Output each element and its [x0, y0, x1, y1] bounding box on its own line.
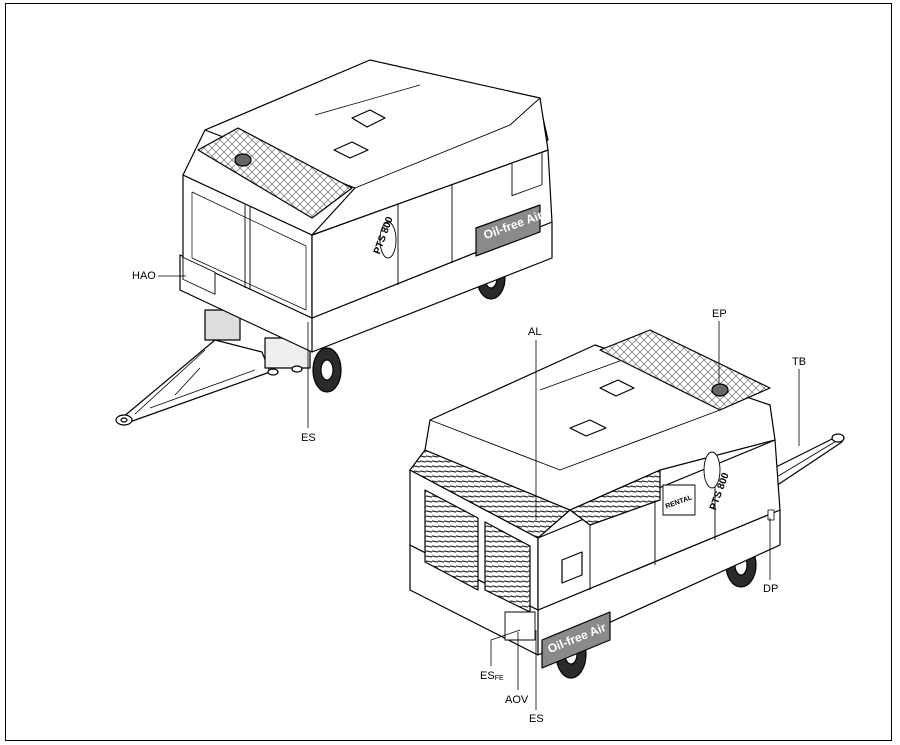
callout-es-fe-sub: FE	[494, 675, 504, 682]
callout-tb: TB	[792, 356, 807, 368]
callout-hao: HAO	[132, 270, 156, 282]
callout-ep: EP	[712, 308, 727, 320]
right-brand-panel	[541, 611, 611, 669]
callout-aov: AOV	[505, 694, 529, 706]
callout-es-fe: ESFE	[480, 670, 504, 684]
callout-al: AL	[528, 326, 542, 338]
left-brand-panel	[475, 204, 541, 257]
callout-es-fe-main: ES	[480, 670, 495, 682]
callout-es-right: ES	[529, 713, 544, 725]
right-compressor-unit	[409, 329, 845, 679]
callout-es-left: ES	[301, 432, 316, 444]
left-compressor-unit	[115, 59, 553, 426]
leader-lines	[158, 275, 800, 710]
figure-frame	[5, 3, 892, 741]
callout-dp: DP	[763, 583, 779, 595]
right-towbar	[769, 433, 845, 487]
left-drawbar	[115, 309, 311, 426]
